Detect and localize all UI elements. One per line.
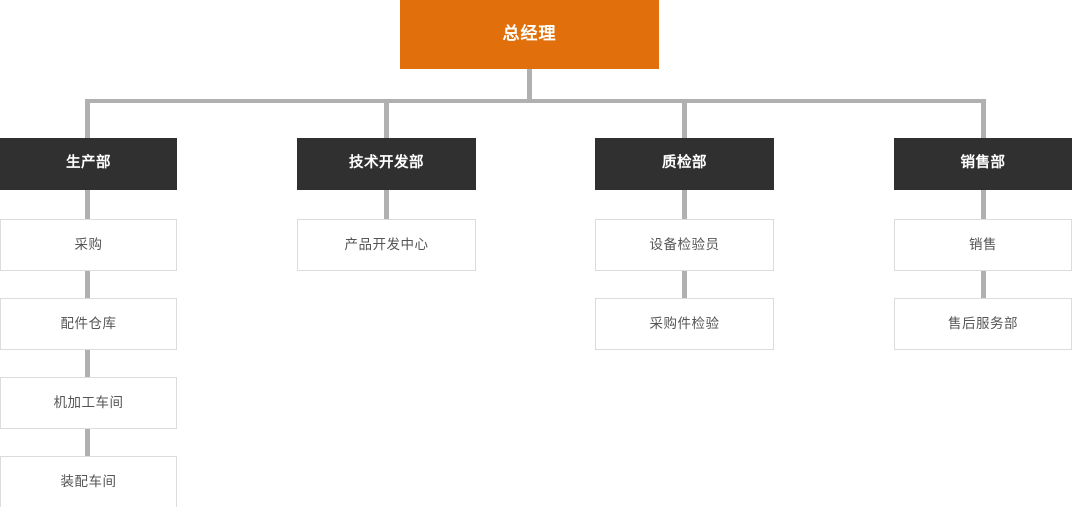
connector-root-drop [527, 69, 532, 102]
connector-production-child-1-to-2 [85, 271, 90, 299]
node-sub-procurement-label: 采购 [74, 236, 103, 252]
node-sub-assembly-workshop-label: 装配车间 [60, 473, 117, 489]
node-dept-quality-inspection-label: 质检部 [662, 155, 707, 172]
connector-bus-to-branch-1 [85, 99, 90, 139]
node-dept-sales-label: 销售部 [960, 155, 1006, 172]
node-sub-assembly-workshop[interactable]: 装配车间 [0, 456, 177, 507]
node-sub-procurement[interactable]: 采购 [0, 219, 177, 271]
node-sub-parts-warehouse-label: 配件仓库 [60, 315, 117, 331]
node-sub-purchased-parts-inspection[interactable]: 采购件检验 [595, 298, 774, 350]
connector-production-child-2-to-3 [85, 350, 90, 378]
connector-bus-to-branch-4 [981, 99, 986, 139]
connector-bus-to-branch-3 [682, 99, 687, 139]
connector-horizontal-bus [85, 99, 984, 103]
node-sub-purchased-parts-inspection-label: 采购件检验 [649, 315, 720, 331]
connector-production-to-child-1 [85, 190, 90, 220]
node-root-general-manager[interactable]: 总经理 [400, 0, 659, 69]
node-dept-production[interactable]: 生产部 [0, 138, 177, 190]
node-sub-equipment-inspector[interactable]: 设备检验员 [595, 219, 774, 271]
node-dept-technical-development[interactable]: 技术开发部 [297, 138, 476, 190]
node-sub-product-development-center-label: 产品开发中心 [344, 236, 429, 252]
connector-sales-child-1-to-2 [981, 271, 986, 299]
node-sub-parts-warehouse[interactable]: 配件仓库 [0, 298, 177, 350]
node-dept-sales[interactable]: 销售部 [894, 138, 1072, 190]
node-sub-sales-label: 销售 [969, 236, 997, 252]
node-sub-after-sales-service-label: 售后服务部 [948, 315, 1018, 331]
connector-quality-child-1-to-2 [682, 271, 687, 299]
node-dept-technical-development-label: 技术开发部 [349, 155, 424, 172]
node-dept-production-label: 生产部 [66, 155, 111, 172]
connector-production-child-3-to-4 [85, 429, 90, 457]
connector-sales-to-child-1 [981, 190, 986, 220]
node-root-label: 总经理 [502, 24, 557, 44]
node-dept-quality-inspection[interactable]: 质检部 [595, 138, 774, 190]
connector-technical-to-child-1 [384, 190, 389, 220]
node-sub-machining-workshop-label: 机加工车间 [53, 394, 124, 410]
node-sub-machining-workshop[interactable]: 机加工车间 [0, 377, 177, 429]
connector-quality-to-child-1 [682, 190, 687, 220]
node-sub-sales[interactable]: 销售 [894, 219, 1072, 271]
node-sub-product-development-center[interactable]: 产品开发中心 [297, 219, 476, 271]
connector-bus-to-branch-2 [384, 99, 389, 139]
node-sub-equipment-inspector-label: 设备检验员 [649, 236, 720, 252]
node-sub-after-sales-service[interactable]: 售后服务部 [894, 298, 1072, 350]
